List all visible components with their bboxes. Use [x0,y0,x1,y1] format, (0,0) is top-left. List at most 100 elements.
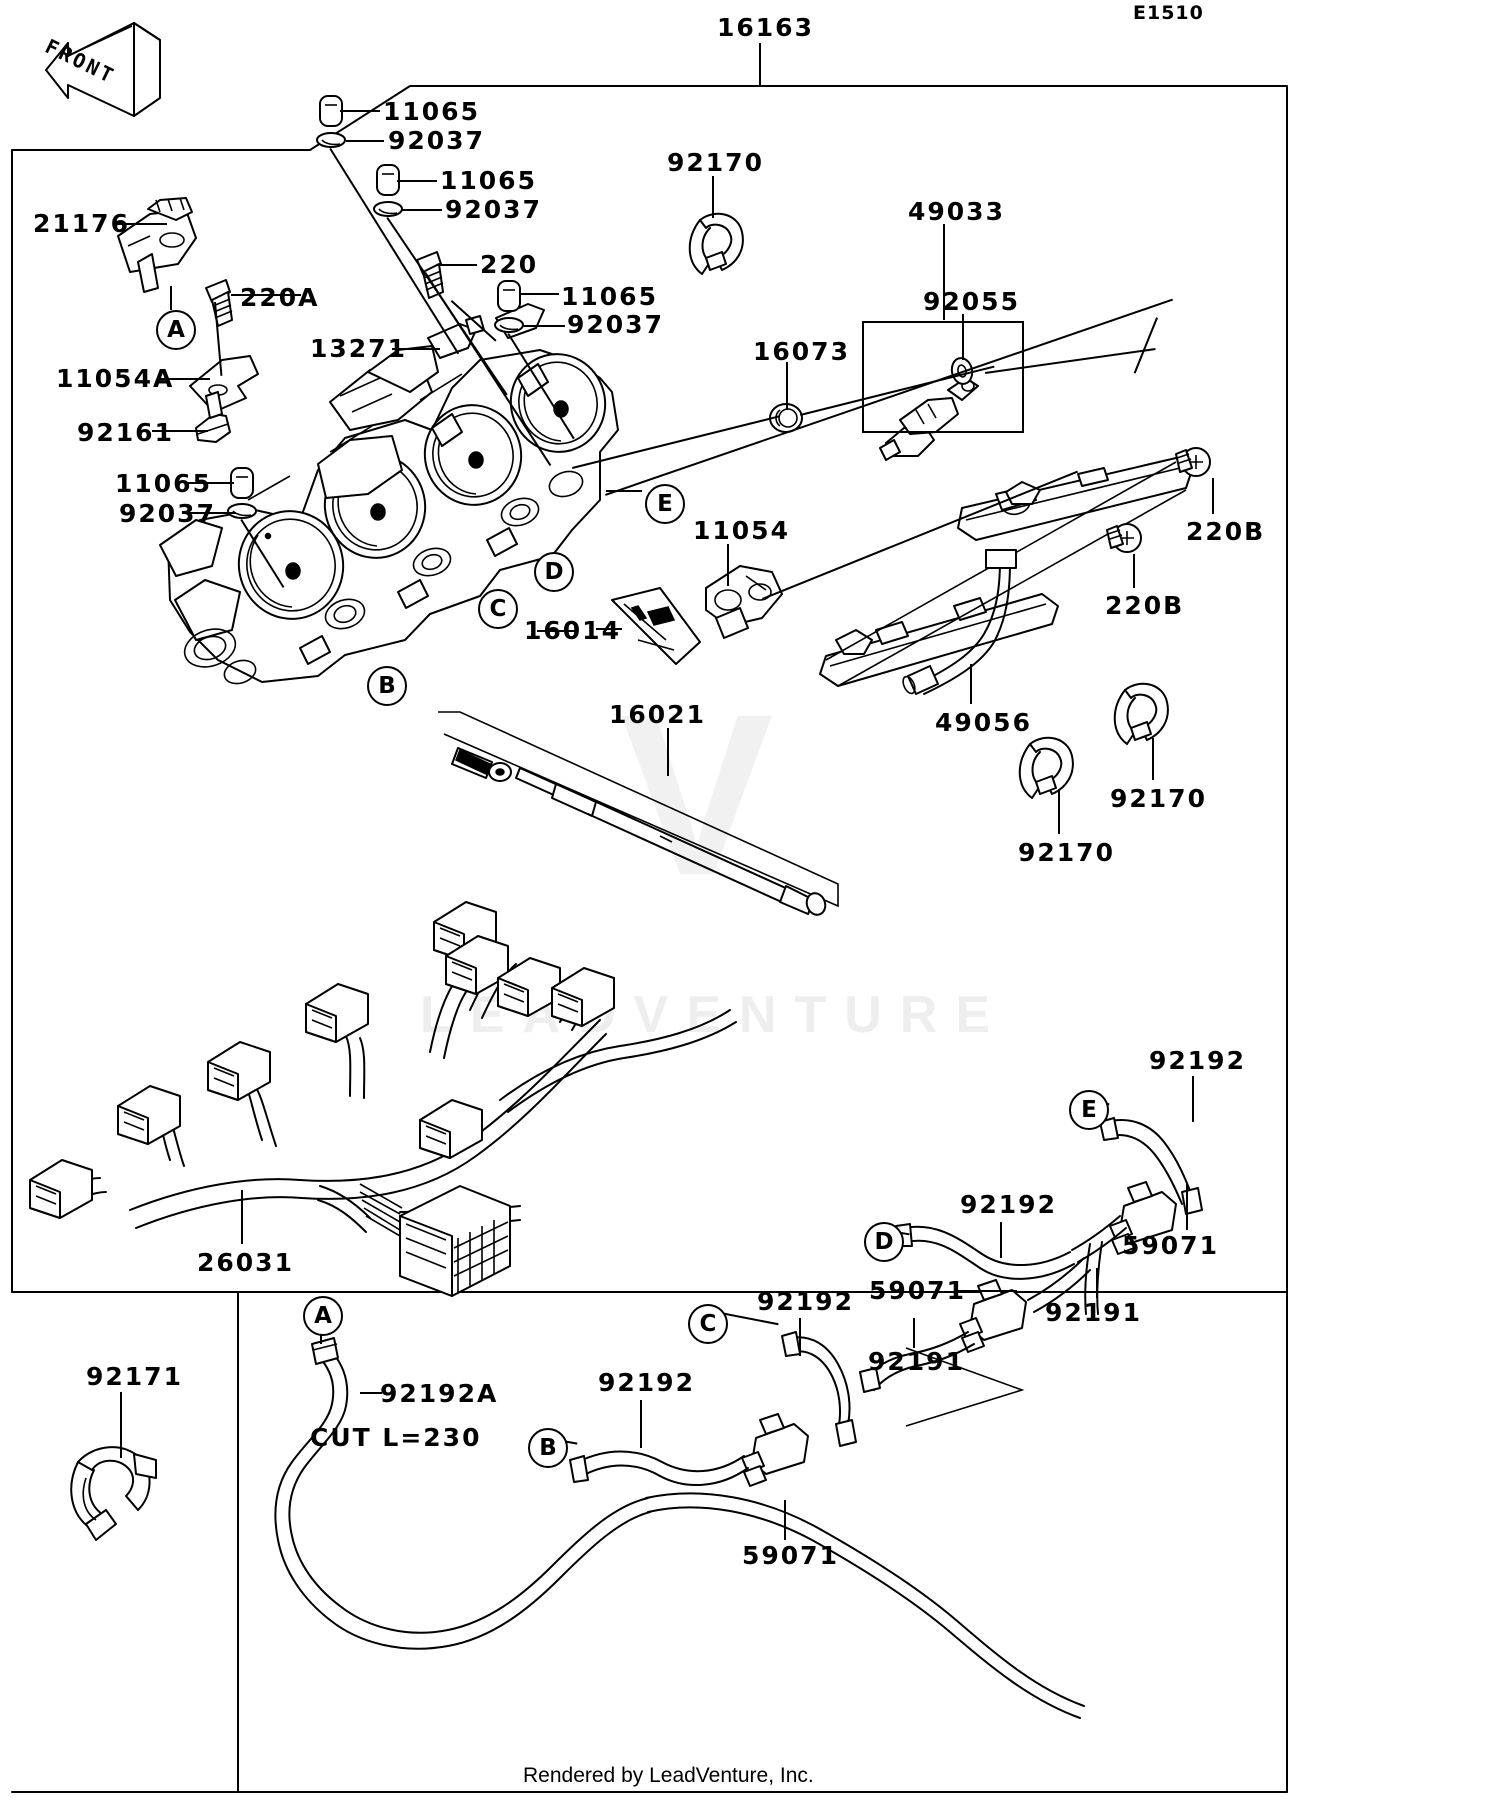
leader-line [1186,1184,1188,1230]
leader-line [346,140,384,142]
part-label: 11065 [561,282,658,311]
part-label: 59071 [869,1276,966,1305]
part-label: 16073 [753,337,850,366]
leader-line [397,180,437,182]
leader-line [667,728,669,776]
leader-line [120,1392,122,1458]
leader-line [340,110,380,112]
leader-line [759,43,761,87]
leader-line [158,378,210,380]
part-label: 92161 [77,418,174,447]
leader-line [402,209,442,211]
leader-line [523,325,565,327]
leader-line [214,302,223,376]
ref-marker-d-hose: D [864,1222,904,1262]
part-label: 26031 [197,1248,294,1277]
part-label: 220 [480,250,539,279]
part-label: 92191 [1045,1298,1142,1327]
part-label: 16021 [609,700,706,729]
leader-line [1000,1222,1002,1258]
leader-line [1192,1076,1194,1122]
watermark-leadventure: LEADVENTURE [420,986,1009,1044]
leader-line [424,272,552,466]
part-label: 92192 [1149,1046,1246,1075]
part-label: 92192 [598,1368,695,1397]
leader-line [152,430,208,432]
leader-line [170,286,172,310]
part-label: 49033 [908,197,1005,226]
leader-line [240,519,285,588]
ref-marker-e: E [645,484,685,524]
leader-line [943,224,945,320]
part-label: 220B [1105,591,1185,620]
part-label: 220A [240,283,320,312]
leader-line [537,630,577,632]
part-label: 59071 [742,1541,839,1570]
part-label: 92192 [757,1287,854,1316]
leader-line [188,482,234,484]
leader-line [712,176,714,218]
front-direction-marker: FRONT [38,18,161,123]
leader-line [962,314,964,360]
leader-line [786,362,788,410]
ref-marker-b: B [367,666,407,706]
leader-line [188,512,236,514]
part-label: 92170 [1018,838,1115,867]
part-label: 11065 [440,166,537,195]
render-credit: Rendered by LeadVenture, Inc. [523,1764,814,1787]
leader-line [1133,554,1135,588]
part-label: 92037 [388,126,485,155]
leader-line [1096,1268,1098,1298]
leader-line [640,1400,642,1448]
part-label: 92037 [119,499,216,528]
leader-line [392,348,440,350]
leader-line [1133,317,1158,374]
page-code: E1510 [1133,2,1204,24]
part-label: 220B [1186,517,1266,546]
injector-group-box [862,321,1024,433]
part-label: 92037 [567,310,664,339]
leader-line [596,628,622,630]
leader-line [231,294,301,296]
part-label: 16014 [524,616,621,645]
part-label: 92192 [960,1190,1057,1219]
leader-line [784,1500,786,1540]
cut-length-note: CUT L=230 [310,1423,482,1452]
part-label: 13271 [310,334,407,363]
leader-line [762,470,1078,600]
leader-line [1212,478,1214,514]
leader-line [437,264,477,266]
ref-marker-c-hose: C [688,1304,728,1344]
leader-line [519,293,559,295]
part-label: 21176 [33,209,130,238]
leader-line [241,1190,243,1244]
part-label: 92170 [1110,784,1207,813]
part-label: 49056 [935,708,1032,737]
part-label: 92171 [86,1362,183,1391]
part-label: 11054A [56,364,175,393]
part-label: 92055 [923,287,1020,316]
ref-marker-d: D [534,552,574,592]
part-label: 92192A [380,1379,499,1408]
leader-line [913,1318,915,1348]
part-label: 92170 [667,148,764,177]
leader-line [970,664,972,704]
leader-line [799,1318,801,1356]
leader-line [1152,738,1154,780]
leader-line [360,1392,382,1394]
leader-line [113,223,167,225]
leader-line [957,1290,1017,1292]
ref-marker-a: A [156,310,196,350]
ref-marker-c: C [478,589,518,629]
ref-marker-b-hose: B [528,1428,568,1468]
part-label: 11065 [115,469,212,498]
leader-line [606,490,642,492]
ref-marker-e-hose: E [1069,1090,1109,1130]
ref-marker-a-hose: A [303,1296,343,1336]
part-label: 11054 [693,516,790,545]
leader-line [1058,790,1060,834]
part-label: 11065 [383,97,480,126]
leader-line [727,544,729,586]
part-label: 16163 [717,13,814,42]
